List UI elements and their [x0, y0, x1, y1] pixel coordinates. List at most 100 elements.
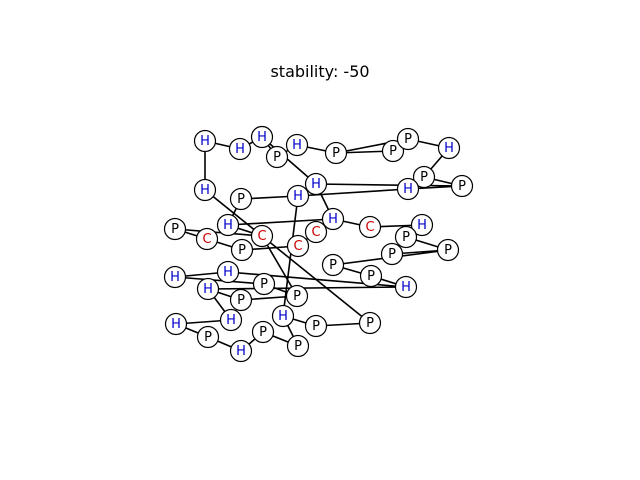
atom-node-10: P — [412, 165, 436, 189]
atom-node-24: C — [358, 215, 382, 239]
atom-label: P — [259, 325, 267, 340]
atom-circle — [396, 127, 420, 151]
bond-17-18 — [174, 228, 263, 237]
atom-label: H — [236, 344, 246, 359]
atom-circle — [250, 125, 274, 149]
atom-circle — [164, 312, 188, 336]
atom-node-19: C — [195, 227, 219, 251]
atom-label: H — [203, 282, 213, 297]
atom-label: P — [312, 319, 320, 334]
atom-circle — [437, 136, 461, 160]
atom-label: P — [293, 289, 301, 304]
bond-14-44 — [282, 195, 299, 317]
bond-31-37 — [207, 286, 407, 290]
atom-node-11: P — [450, 174, 474, 198]
atom-node-42: P — [251, 320, 275, 344]
atom-circle — [286, 334, 310, 358]
atom-node-25: H — [410, 213, 434, 237]
atom-circle — [285, 133, 309, 157]
atom-node-33: H — [163, 265, 187, 289]
atom-label: P — [204, 330, 212, 345]
atom-circle — [196, 277, 220, 301]
stability-title: stability: -50 — [270, 62, 370, 81]
atom-circle — [219, 308, 243, 332]
atom-label: P — [237, 192, 245, 207]
atom-node-38: H — [219, 308, 243, 332]
atom-node-27: P — [380, 242, 404, 266]
atom-node-37: H — [196, 277, 220, 301]
atom-circle — [229, 288, 253, 312]
atom-circle — [321, 253, 345, 277]
bond-16-23 — [227, 218, 334, 226]
atom-label: C — [311, 225, 320, 240]
atom-circle — [265, 145, 289, 169]
atom-circle — [436, 238, 460, 262]
atom-circle — [286, 184, 310, 208]
atom-node-28: P — [436, 238, 460, 262]
atom-label: P — [273, 150, 281, 165]
atom-circle — [216, 260, 240, 284]
atom-node-30: P — [359, 264, 383, 288]
atom-label: P — [367, 269, 375, 284]
atom-label: P — [238, 243, 246, 258]
atom-circle — [412, 165, 436, 189]
atom-node-36: P — [229, 288, 253, 312]
bond-11-13 — [315, 183, 463, 187]
atom-circle — [252, 272, 276, 296]
atom-label: P — [237, 293, 245, 308]
atom-node-0: H — [193, 129, 217, 153]
atom-circle — [250, 224, 274, 248]
atom-circle — [396, 177, 420, 201]
atom-node-3: H — [250, 125, 274, 149]
atom-label: H — [257, 130, 267, 145]
atom-label: H — [235, 142, 245, 157]
atom-label: H — [328, 212, 338, 227]
atom-label: P — [404, 132, 412, 147]
atom-circle — [286, 234, 310, 258]
atom-circle — [359, 264, 383, 288]
atom-circle — [380, 242, 404, 266]
atom-circle — [358, 311, 382, 335]
atom-circle — [271, 304, 295, 328]
atom-circle — [304, 172, 328, 196]
atom-label: P — [388, 247, 396, 262]
atom-circle — [228, 137, 252, 161]
atom-node-4: P — [265, 145, 289, 169]
atom-label: H — [223, 265, 233, 280]
atom-label: P — [444, 243, 452, 258]
atom-circle — [163, 265, 187, 289]
atom-label: C — [257, 229, 266, 244]
atom-label: H — [403, 182, 413, 197]
atom-label: H — [171, 317, 181, 332]
atom-label: P — [294, 339, 302, 354]
atom-node-16: H — [216, 213, 240, 237]
atom-circle — [229, 187, 253, 211]
atom-label: P — [332, 146, 340, 161]
atom-circle — [324, 141, 348, 165]
bond-46-2 — [204, 189, 371, 324]
atom-circle — [321, 207, 345, 231]
atom-label: P — [420, 170, 428, 185]
atom-label: P — [171, 222, 179, 237]
atom-label: P — [389, 144, 397, 159]
atom-circle — [193, 129, 217, 153]
atom-label: H — [311, 177, 321, 192]
atom-label: H — [200, 183, 210, 198]
atom-node-41: H — [229, 339, 253, 363]
atom-node-26: P — [394, 225, 418, 249]
atom-circle — [450, 174, 474, 198]
atom-circle — [195, 227, 219, 251]
atom-node-32: H — [216, 260, 240, 284]
atom-label: H — [417, 218, 427, 233]
atom-circle — [196, 325, 220, 349]
atom-label: P — [402, 230, 410, 245]
atom-label: H — [226, 313, 236, 328]
atom-circle — [216, 213, 240, 237]
atom-circle — [304, 314, 328, 338]
atom-label: H — [444, 141, 454, 156]
atom-node-39: H — [164, 312, 188, 336]
atom-label: H — [278, 309, 288, 324]
bond-3-13 — [261, 136, 317, 185]
atom-node-23: H — [321, 207, 345, 231]
